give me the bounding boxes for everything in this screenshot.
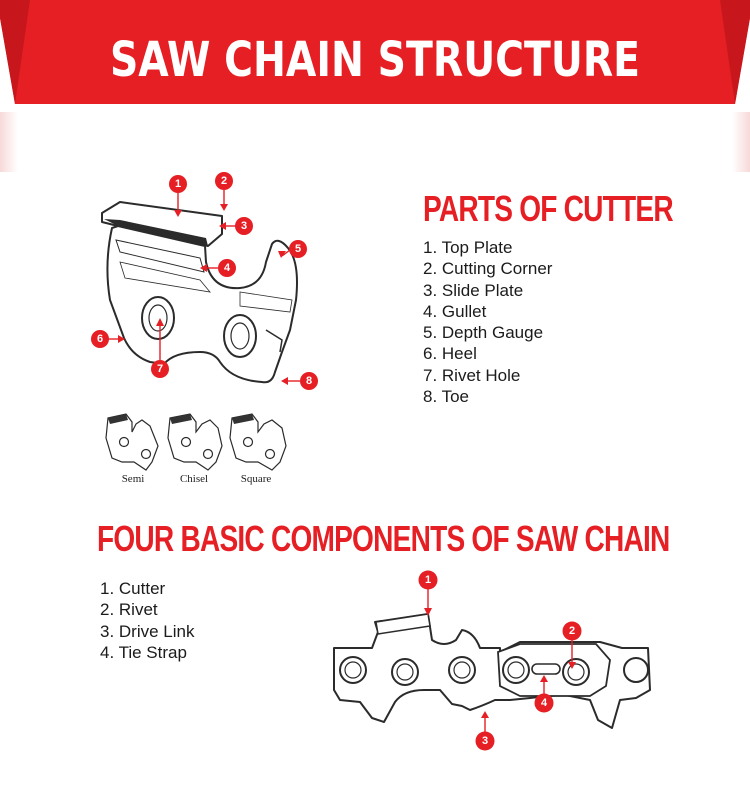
components-list-item: 2. Rivet <box>100 600 158 620</box>
cutter-callout-2: 2 <box>215 172 233 190</box>
chain-callout-4: 4 <box>534 693 554 713</box>
svg-text:4: 4 <box>224 262 231 274</box>
parts-list-item: 4. Gullet <box>423 301 487 321</box>
parts-list-item: 7. Rivet Hole <box>423 365 521 385</box>
components-list-item: 3. Drive Link <box>100 621 195 641</box>
right-edge-shadow <box>732 112 750 172</box>
svg-text:8: 8 <box>306 375 312 387</box>
svg-text:4: 4 <box>541 697 548 709</box>
chain-callout-2: 2 <box>562 621 582 641</box>
variant-label-semi: Semi <box>122 473 145 485</box>
chain-callout-3: 3 <box>475 731 495 751</box>
cutter-callout-3: 3 <box>235 217 253 235</box>
parts-list-item: 6. Heel <box>423 344 477 364</box>
svg-text:7: 7 <box>157 363 163 375</box>
chain-callout-1: 1 <box>418 570 438 590</box>
parts-list-item: 2. Cutting Corner <box>423 259 553 279</box>
variant-chisel: Chisel <box>167 413 223 485</box>
cutter-callout-7: 7 <box>151 360 169 378</box>
components-list-item: 4. Tie Strap <box>100 642 187 662</box>
svg-text:6: 6 <box>97 333 103 345</box>
variant-label-square: Square <box>241 473 272 485</box>
components-heading: FOUR BASIC COMPONENTS OF SAW CHAIN <box>97 518 670 559</box>
svg-text:1: 1 <box>175 178 181 190</box>
cutter-callout-5: 5 <box>289 240 307 258</box>
svg-text:5: 5 <box>295 243 301 255</box>
components-list-item: 1. Cutter <box>100 579 166 598</box>
components-list: 1. Cutter 2. Rivet 3. Drive Link 4. Tie … <box>100 578 194 663</box>
banner-ribbon <box>0 0 750 104</box>
cutter-callout-6: 6 <box>91 330 109 348</box>
saw-chain-illustration <box>333 613 651 729</box>
cutter-leader-lines <box>108 190 300 385</box>
variant-label-chisel: Chisel <box>180 473 208 485</box>
parts-list-item: 3. Slide Plate <box>423 280 524 300</box>
parts-list-item: 5. Depth Gauge <box>423 323 544 343</box>
svg-text:3: 3 <box>482 735 488 747</box>
svg-text:3: 3 <box>241 220 247 232</box>
cutter-illustration <box>101 201 298 384</box>
svg-text:2: 2 <box>569 625 575 637</box>
variant-semi: Semi <box>105 413 159 485</box>
svg-text:2: 2 <box>221 175 227 187</box>
parts-heading: PARTS OF CUTTER <box>423 188 674 229</box>
page-title: SAW CHAIN STRUCTURE <box>109 32 641 88</box>
left-edge-shadow <box>0 112 18 172</box>
chain-leader-lines <box>424 589 576 732</box>
cutter-callout-1: 1 <box>169 175 187 193</box>
svg-text:1: 1 <box>425 574 431 586</box>
title-banner: SAW CHAIN STRUCTURE <box>0 0 750 110</box>
cutter-callout-8: 8 <box>300 372 318 390</box>
variant-square: Square <box>229 413 287 485</box>
cutter-callout-4: 4 <box>218 259 236 277</box>
parts-list-item: 8. Toe <box>423 387 470 407</box>
parts-list: 1. Top Plate 2. Cutting Corner 3. Slide … <box>423 237 552 407</box>
parts-list-item: 1. Top Plate <box>423 238 513 257</box>
